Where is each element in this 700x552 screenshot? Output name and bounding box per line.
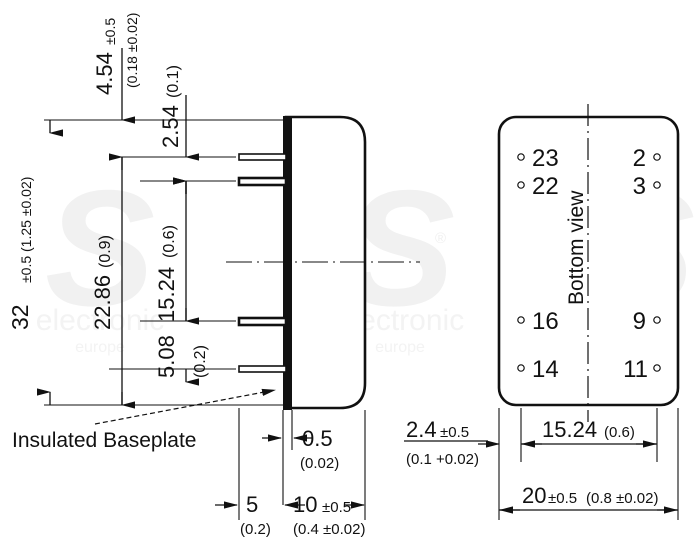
dim-4-54-tolerance: ±0.5 bbox=[102, 18, 118, 45]
pin-label-right-3: 11 bbox=[623, 356, 648, 383]
bottom-view-group bbox=[497, 104, 680, 422]
watermark-registered-mark: ® bbox=[435, 230, 446, 247]
pin-label-right-0: 2 bbox=[633, 145, 646, 172]
dim-2-4-value: 2.4 bbox=[406, 417, 437, 442]
dim-22-86-value: 22.86 bbox=[90, 275, 115, 330]
dim-0-5-inch: (0.02) bbox=[300, 455, 339, 472]
insulated-baseplate-label: Insulated Baseplate bbox=[12, 429, 196, 452]
dim-10-inch: (0.4 ±0.02) bbox=[293, 521, 365, 538]
dim-2-4-group bbox=[404, 440, 500, 448]
pin-circle-2 bbox=[653, 153, 661, 161]
insulated-baseplate-leader bbox=[94, 388, 276, 425]
dim-32-inch: (1.25 ±0.02) bbox=[18, 177, 34, 252]
dim-15-24-bv-inch: (0.6) bbox=[604, 424, 635, 441]
dim-2-4-inch: (0.1 +0.02) bbox=[406, 451, 479, 468]
pin-circle-3 bbox=[653, 181, 661, 189]
pin-label-left-3: 14 bbox=[532, 356, 559, 383]
pin-label-right-2: 9 bbox=[633, 308, 646, 335]
pin-circle-22 bbox=[517, 181, 525, 189]
dim-32-value: 32 bbox=[7, 304, 33, 330]
dim-10-tolerance: ±0.5 bbox=[322, 499, 351, 516]
pin-label-left-1: 22 bbox=[532, 173, 559, 200]
side-view-pins bbox=[237, 153, 288, 373]
watermark-left: S electronic europe bbox=[36, 156, 164, 356]
pin-circle-16 bbox=[517, 316, 525, 324]
bottom-view-label: Bottom view bbox=[565, 190, 588, 305]
dim-4-54-value: 4.54 bbox=[92, 52, 117, 95]
pin-label-left-2: 16 bbox=[532, 308, 559, 335]
dim-2-54-value: 2.54 bbox=[158, 105, 183, 148]
bottom-view-ext-lines bbox=[498, 408, 679, 520]
pin-circle-11 bbox=[653, 364, 661, 372]
pin-side-4 bbox=[238, 365, 287, 373]
dim-15-24-inch: (0.6) bbox=[161, 225, 178, 258]
pin-side-3 bbox=[237, 316, 288, 327]
dim-10-value: 10 bbox=[293, 492, 317, 517]
pin-circle-14 bbox=[517, 364, 525, 372]
dim-5-inch: (0.2) bbox=[240, 521, 271, 538]
side-view-body bbox=[283, 115, 367, 410]
dim-5-08-inch: (0.2) bbox=[192, 345, 209, 378]
watermark-line2-2: europe bbox=[375, 339, 425, 356]
pin-circle-9 bbox=[653, 316, 661, 324]
dim-20-inch: (0.8 ±0.02) bbox=[586, 490, 658, 507]
side-view-bottom-ext-lines bbox=[238, 408, 366, 520]
bottom-view-pin-circles bbox=[517, 153, 661, 372]
dim-15-24-value: 15.24 bbox=[154, 267, 179, 322]
dim-5-08-value: 5.08 bbox=[154, 335, 179, 378]
dim-4-54-inch: (0.18 ±0.02) bbox=[124, 13, 140, 88]
insulated-baseplate bbox=[283, 116, 292, 410]
pin-side-2 bbox=[237, 176, 288, 187]
dim-22-86-inch: (0.9) bbox=[97, 235, 114, 268]
dim-5-value: 5 bbox=[246, 492, 258, 517]
dim-32-tolerance: ±0.5 bbox=[18, 256, 34, 283]
dim-20-value: 20 bbox=[522, 483, 546, 508]
dim-20-tolerance: ±0.5 bbox=[548, 490, 577, 507]
dim-15-24-bv-value: 15.24 bbox=[542, 417, 597, 442]
watermark-line2: europe bbox=[75, 339, 125, 356]
watermark-logo-letter: S bbox=[45, 156, 155, 340]
pin-circle-23 bbox=[517, 153, 525, 161]
dim-0-5-value: 0.5 bbox=[302, 426, 333, 451]
pin-side-1 bbox=[238, 153, 287, 161]
pin-label-right-1: 3 bbox=[633, 173, 646, 200]
dim-2-54-inch: (0.1) bbox=[165, 65, 182, 98]
dim-2-4-tolerance: ±0.5 bbox=[440, 424, 469, 441]
pin-label-left-0: 23 bbox=[532, 145, 559, 172]
